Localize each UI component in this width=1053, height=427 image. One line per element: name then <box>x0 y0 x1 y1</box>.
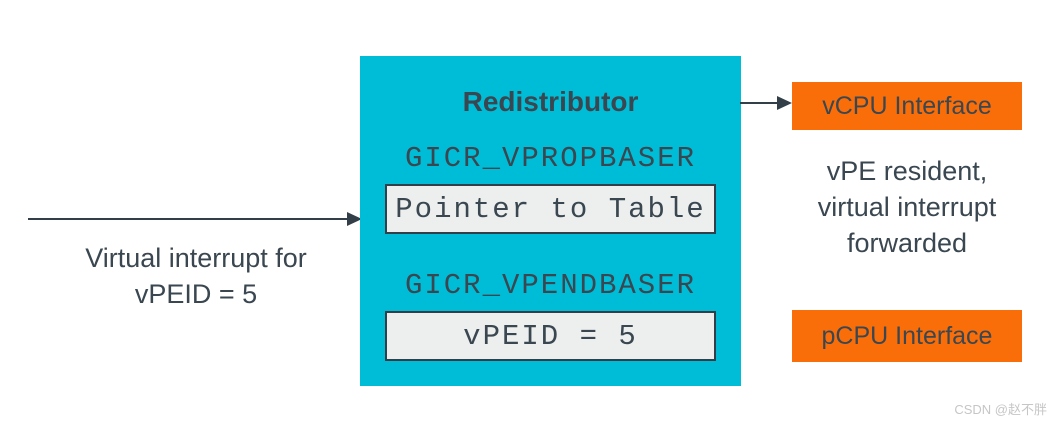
arrowhead-right-icon <box>777 96 792 110</box>
register-value-gicr-vpropbaser: Pointer to Table <box>385 184 716 234</box>
incoming-interrupt-arrow <box>28 212 362 226</box>
arrowhead-right-icon <box>347 212 362 226</box>
pcpu-interface-label: pCPU Interface <box>821 321 993 350</box>
redistributor-title: Redistributor <box>462 86 639 117</box>
redistributor-block: Redistributor GICR_VPROPBASER Pointer to… <box>360 56 741 386</box>
register-value-gicr-vpendbaser: vPEID = 5 <box>385 311 716 361</box>
pcpu-interface-box: pCPU Interface <box>792 310 1022 362</box>
left-caption: Virtual interrupt for vPEID = 5 <box>30 240 362 312</box>
vcpu-interface-label: vCPU Interface <box>822 91 992 120</box>
vcpu-interface-box: vCPU Interface <box>792 82 1022 130</box>
left-caption-line1: Virtual interrupt for <box>85 243 307 273</box>
right-caption: vPE resident, virtual interrupt forwarde… <box>778 153 1036 261</box>
register-name-gicr-vpropbaser: GICR_VPROPBASER <box>404 142 697 175</box>
left-caption-line2: vPEID = 5 <box>134 279 258 309</box>
forward-to-vcpu-arrow <box>740 96 792 110</box>
right-caption-line2: virtual interrupt <box>817 192 997 222</box>
register-name-gicr-vpendbaser: GICR_VPENDBASER <box>404 269 697 302</box>
right-caption-line1: vPE resident, <box>826 156 988 186</box>
watermark: CSDN @赵不胖 <box>954 402 1047 417</box>
right-caption-line3: forwarded <box>846 228 968 258</box>
